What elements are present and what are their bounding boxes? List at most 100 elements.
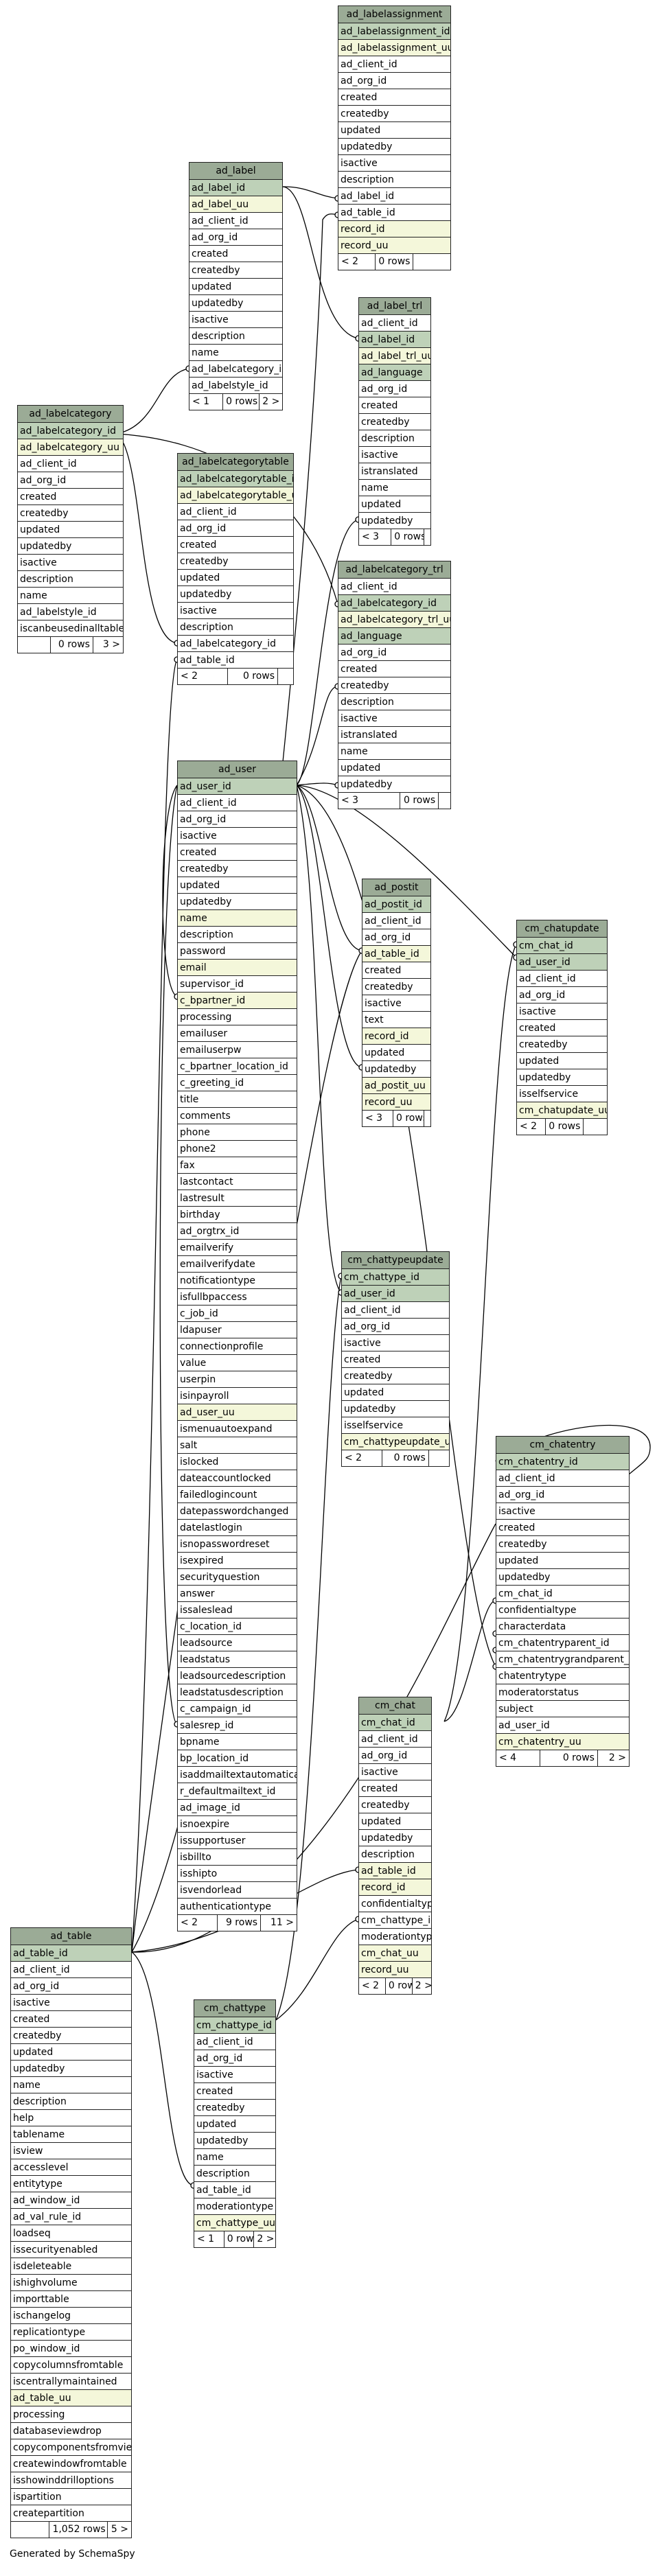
column-row[interactable]: description (189, 328, 282, 345)
column-row[interactable]: description (338, 172, 450, 188)
column-row[interactable]: updatedby (342, 1401, 449, 1417)
column-row[interactable]: created (338, 89, 450, 106)
column-row[interactable]: phone (178, 1124, 297, 1141)
column-row[interactable]: updatedby (189, 295, 282, 312)
column-row[interactable]: importtable (11, 2291, 131, 2308)
column-row[interactable]: ad_client_id (178, 504, 293, 520)
column-row[interactable]: updated (362, 1045, 430, 1061)
column-row[interactable]: ad_org_id (362, 929, 430, 946)
column-row[interactable]: ad_user_id (517, 954, 607, 971)
table-title[interactable]: ad_labelcategory_trl (338, 561, 450, 579)
column-row[interactable]: ad_table_id (362, 946, 430, 962)
column-row[interactable]: isexpired (178, 1553, 297, 1569)
column-row[interactable]: name (11, 2077, 131, 2093)
column-row[interactable]: createdby (362, 979, 430, 995)
column-row[interactable]: isinpayroll (178, 1388, 297, 1404)
column-row[interactable]: leadsourcedescription (178, 1668, 297, 1684)
column-row[interactable]: ad_org_id (338, 645, 450, 661)
column-row[interactable]: ad_postit_id (362, 896, 430, 913)
column-row[interactable]: isactive (189, 312, 282, 328)
column-row[interactable]: subject (496, 1701, 629, 1717)
column-row[interactable]: ad_language (359, 364, 430, 381)
column-row[interactable]: cm_chatentry_uu (496, 1734, 629, 1750)
column-row[interactable]: ad_org_id (11, 1978, 131, 1995)
children-count[interactable]: 3 > (102, 639, 120, 650)
column-row[interactable]: isactive (517, 1003, 607, 1020)
parents-count[interactable]: < 2 (359, 1978, 386, 1994)
column-row[interactable]: createdby (496, 1536, 629, 1553)
column-row[interactable]: ad_labelcategory_uu (18, 439, 123, 456)
table-title[interactable]: ad_table (11, 1928, 131, 1945)
column-row[interactable]: c_campaign_id (178, 1701, 297, 1717)
column-row[interactable]: ispartition (11, 2489, 131, 2505)
column-row[interactable]: ad_client_id (189, 213, 282, 229)
column-row[interactable]: record_uu (359, 1962, 431, 1978)
column-row[interactable]: isactive (338, 710, 450, 727)
column-row[interactable]: iscanbeusedinalltables (18, 620, 123, 637)
column-row[interactable]: dateaccountlocked (178, 1470, 297, 1487)
column-row[interactable]: value (178, 1355, 297, 1371)
column-row[interactable]: name (359, 480, 430, 496)
column-row[interactable]: ad_user_uu (178, 1404, 297, 1421)
table-title[interactable]: cm_chattype (194, 2000, 275, 2017)
column-row[interactable]: cm_chattype_id (359, 1912, 431, 1929)
parents-count[interactable]: < 3 (362, 1111, 393, 1126)
column-row[interactable]: ad_org_id (189, 229, 282, 246)
column-row[interactable]: ad_user_id (178, 778, 297, 795)
column-row[interactable]: updatedby (178, 586, 293, 603)
column-row[interactable]: ad_org_id (342, 1319, 449, 1335)
column-row[interactable]: updatedby (18, 538, 123, 555)
column-row[interactable]: answer (178, 1586, 297, 1602)
column-row[interactable]: description (18, 571, 123, 588)
table-title[interactable]: ad_user (178, 761, 297, 778)
column-row[interactable]: isfullbpaccess (178, 1289, 297, 1306)
column-row[interactable]: createdby (178, 553, 293, 570)
column-row[interactable]: name (18, 588, 123, 604)
column-row[interactable]: ad_org_id (517, 987, 607, 1003)
column-row[interactable]: po_window_id (11, 2341, 131, 2357)
children-count[interactable] (278, 669, 293, 684)
column-row[interactable]: created (194, 2083, 275, 2100)
column-row[interactable]: confidentialtype (359, 1896, 431, 1912)
column-row[interactable]: isshowinddrilloptions (11, 2472, 131, 2489)
column-row[interactable]: name (194, 2149, 275, 2166)
column-row[interactable]: r_defaultmailtext_id (178, 1783, 297, 1800)
column-row[interactable]: connectionprofile (178, 1338, 297, 1355)
column-row[interactable]: istranslated (338, 727, 450, 743)
column-row[interactable]: updated (18, 522, 123, 538)
column-row[interactable]: ad_labelcategory_id (338, 595, 450, 612)
column-row[interactable]: confidentialtype (496, 1602, 629, 1618)
column-row[interactable]: updated (194, 2116, 275, 2133)
column-row[interactable]: cm_chattype_id (342, 1269, 449, 1286)
column-row[interactable]: ad_image_id (178, 1800, 297, 1816)
column-row[interactable]: updatedby (194, 2133, 275, 2149)
column-row[interactable]: ad_table_id (338, 205, 450, 221)
column-row[interactable]: processing (178, 1009, 297, 1025)
column-row[interactable]: notificationtype (178, 1273, 297, 1289)
parents-count[interactable]: < 1 (189, 394, 224, 410)
column-row[interactable]: leadsource (178, 1635, 297, 1651)
column-row[interactable]: created (189, 246, 282, 262)
column-row[interactable]: ad_table_id (194, 2182, 275, 2198)
column-row[interactable]: c_location_id (178, 1618, 297, 1635)
column-row[interactable]: ad_org_id (496, 1487, 629, 1503)
column-row[interactable]: updated (338, 760, 450, 776)
column-row[interactable]: ad_language (338, 628, 450, 645)
column-row[interactable]: description (194, 2166, 275, 2182)
column-row[interactable]: ad_client_id (359, 1731, 431, 1748)
column-row[interactable]: cm_chatentryparent_id (496, 1635, 629, 1651)
column-row[interactable]: ad_client_id (496, 1470, 629, 1487)
column-row[interactable]: ldapuser (178, 1322, 297, 1338)
column-row[interactable]: created (517, 1020, 607, 1036)
parents-count[interactable]: < 2 (178, 669, 229, 684)
column-row[interactable]: updatedby (359, 1830, 431, 1846)
column-row[interactable]: lastcontact (178, 1174, 297, 1190)
table-title[interactable]: ad_labelcategory (18, 406, 123, 423)
column-row[interactable]: cm_chat_uu (359, 1945, 431, 1962)
